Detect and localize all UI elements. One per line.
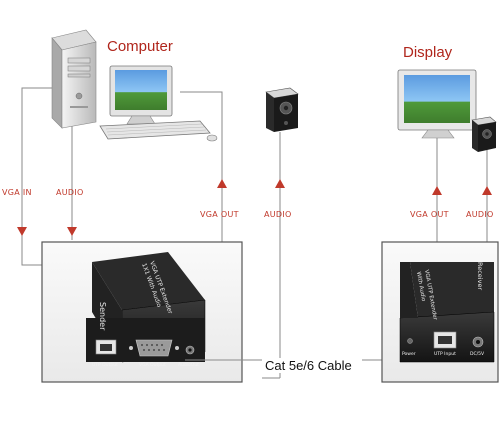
vga-in-wire	[21, 87, 52, 266]
vga-out-left-wire	[180, 91, 223, 242]
vga-output-port	[135, 339, 173, 357]
vga-out-right-label: VGA OUT	[410, 210, 449, 219]
display-monitor-icon	[397, 69, 477, 139]
audio-in-label: AUDIO	[56, 188, 84, 197]
sender-device: VGA UTP Extender 1X1 With Audio Sender U…	[86, 252, 206, 368]
signal-arrows	[17, 179, 492, 236]
audio-right-wire	[472, 150, 488, 256]
display-label: Display	[403, 44, 453, 61]
sender-name: Sender	[98, 302, 107, 331]
left-speaker-icon	[265, 87, 299, 132]
computer-monitor-icon	[109, 65, 173, 125]
audio-in-arrow-icon	[67, 227, 77, 236]
audio-out-right-arrow-icon	[482, 186, 492, 195]
sender-port-audio-label: AudioOut	[178, 362, 199, 368]
keyboard-icon	[99, 120, 218, 142]
receiver-panel: VGA UTP Extender With Audio Receiver Pow…	[381, 241, 499, 383]
audio-out-left-label: AUDIO	[264, 210, 292, 219]
sender-panel: VGA UTP Extender 1X1 With Audio Sender U…	[41, 241, 243, 383]
receiver-name: Receiver	[476, 262, 484, 290]
sender-port-utp-label: UTP Output	[92, 362, 118, 368]
cable-label: Cat 5e/6 Cable	[263, 358, 354, 373]
computer-tower-icon	[51, 29, 97, 129]
vga-out-left-arrow-icon	[217, 179, 227, 188]
vga-out-right-arrow-icon	[432, 186, 442, 195]
power-led	[407, 338, 413, 344]
receiver-port-utp-label: UTP Input	[434, 351, 456, 357]
vga-in-label: VGA IN	[2, 188, 32, 197]
sender-port-vga-label: VGA Output	[139, 362, 166, 368]
receiver-port-power-label: Power	[402, 351, 416, 357]
receiver-title-2: With Audio	[415, 271, 426, 302]
vga-out-left-label: VGA OUT	[200, 210, 239, 219]
audio-out-left-arrow-icon	[275, 179, 285, 188]
computer-label: Computer	[107, 38, 173, 55]
receiver-port-dc-label: DC/5V	[470, 351, 485, 357]
vga-in-arrow-icon	[17, 227, 27, 236]
audio-out-right-label: AUDIO	[466, 210, 494, 219]
right-speaker-icon	[471, 116, 497, 152]
receiver-device: VGA UTP Extender With Audio Receiver Pow…	[399, 262, 495, 363]
